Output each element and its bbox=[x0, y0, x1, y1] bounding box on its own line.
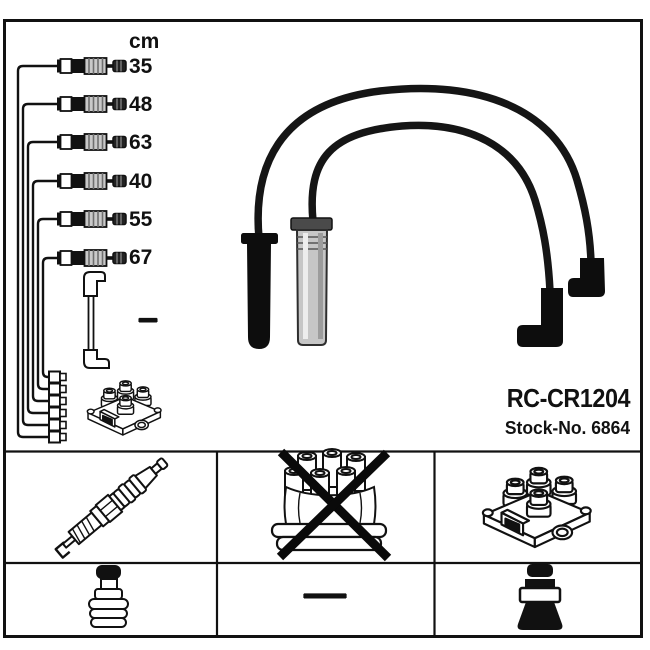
unit-header: cm bbox=[129, 30, 160, 53]
cable-icon-row4 bbox=[56, 172, 127, 190]
length-table-diagram bbox=[16, 57, 161, 444]
coil-terminals bbox=[48, 370, 67, 444]
plug-boot-icon bbox=[88, 565, 129, 628]
cable-lead-lines bbox=[16, 64, 57, 439]
cable-icon-row3 bbox=[56, 133, 127, 151]
cable-length-6: 67 bbox=[129, 246, 153, 269]
cable-icon-row6 bbox=[56, 249, 127, 267]
cable-length-5: 55 bbox=[129, 208, 153, 231]
stock-number: Stock-No. 6864 bbox=[504, 418, 630, 438]
elbow-boot-upper bbox=[568, 258, 605, 297]
cable-icon-row5 bbox=[56, 210, 127, 228]
no-connector-dash: — bbox=[304, 569, 346, 616]
ignition-lead-outer bbox=[254, 84, 595, 266]
straight-boot-black bbox=[241, 233, 278, 349]
distributor-cap-crossed-icon bbox=[270, 448, 392, 562]
cable-icon-row2 bbox=[56, 95, 127, 113]
ignition-lead-inner bbox=[308, 121, 554, 295]
cable-length-3: 63 bbox=[129, 131, 153, 154]
cable-length-1: 35 bbox=[129, 55, 153, 78]
ignition-coil-small-drawing bbox=[87, 381, 161, 435]
coil-wire-length-dash: – bbox=[138, 297, 159, 338]
spark-plug-icon bbox=[54, 457, 169, 559]
cable-length-4: 40 bbox=[129, 170, 153, 193]
straight-boot-metal-sleeve bbox=[290, 217, 333, 346]
ignition-coil-icon bbox=[483, 468, 591, 547]
product-code: RC-CR1204 bbox=[506, 383, 631, 413]
cable-set-photo bbox=[241, 84, 605, 349]
coil-wire-icon bbox=[83, 271, 110, 369]
cable-length-2: 48 bbox=[129, 93, 153, 116]
coil-boot-icon bbox=[517, 564, 563, 630]
cross-out-x bbox=[276, 448, 392, 562]
elbow-boot-lower bbox=[517, 288, 563, 347]
cable-icon-row1 bbox=[56, 57, 127, 75]
frame-border bbox=[3, 19, 643, 638]
